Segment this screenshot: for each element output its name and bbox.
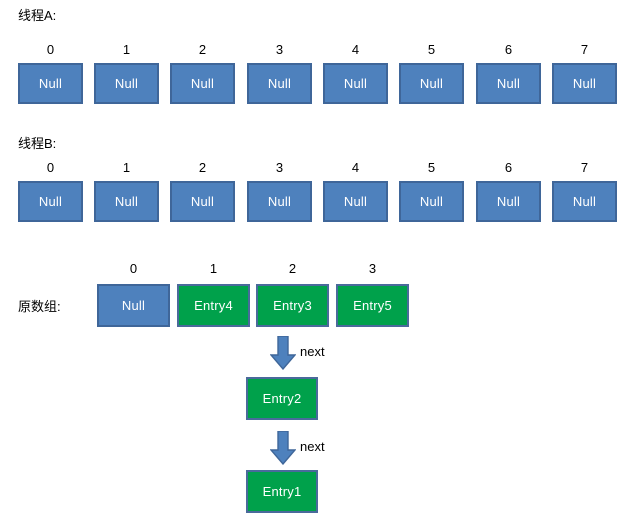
thread-b-index-7: 7 — [580, 160, 589, 175]
thread-b-index-3: 3 — [275, 160, 284, 175]
thread-b-cell-0[interactable]: Null — [18, 181, 83, 222]
thread-a-cell-0[interactable]: Null — [18, 63, 83, 104]
original-array-cell-1[interactable]: Entry4 — [177, 284, 250, 327]
next-label-1: next — [300, 344, 325, 359]
thread-a-index-5: 5 — [427, 42, 436, 57]
thread-b-cell-4[interactable]: Null — [323, 181, 388, 222]
chain-node-entry1[interactable]: Entry1 — [246, 470, 318, 513]
thread-a-index-3: 3 — [275, 42, 284, 57]
thread-b-cell-5[interactable]: Null — [399, 181, 464, 222]
thread-a-cell-6[interactable]: Null — [476, 63, 541, 104]
thread-b-cell-2[interactable]: Null — [170, 181, 235, 222]
thread-b-index-1: 1 — [122, 160, 131, 175]
thread-a-index-4: 4 — [351, 42, 360, 57]
next-label-2: next — [300, 439, 325, 454]
thread-b-index-5: 5 — [427, 160, 436, 175]
original-array-index-2: 2 — [288, 261, 297, 276]
thread-a-cell-2[interactable]: Null — [170, 63, 235, 104]
thread-b-cell-7[interactable]: Null — [552, 181, 617, 222]
thread-b-index-4: 4 — [351, 160, 360, 175]
original-array-cell-2[interactable]: Entry3 — [256, 284, 329, 327]
original-array-cell-3[interactable]: Entry5 — [336, 284, 409, 327]
thread-b-index-6: 6 — [504, 160, 513, 175]
thread-b-cell-1[interactable]: Null — [94, 181, 159, 222]
down-block-arrow-icon-2 — [269, 430, 297, 466]
original-array-index-3: 3 — [368, 261, 377, 276]
original-array-cell-0[interactable]: Null — [97, 284, 170, 327]
original-array-label: 原数组: — [18, 299, 61, 314]
down-block-arrow-icon-1 — [269, 335, 297, 371]
thread-b-index-0: 0 — [46, 160, 55, 175]
thread-a-cell-4[interactable]: Null — [323, 63, 388, 104]
chain-node-entry2[interactable]: Entry2 — [246, 377, 318, 420]
thread-a-index-0: 0 — [46, 42, 55, 57]
thread-a-index-6: 6 — [504, 42, 513, 57]
thread-a-cell-5[interactable]: Null — [399, 63, 464, 104]
thread-b-cell-6[interactable]: Null — [476, 181, 541, 222]
thread-b-index-2: 2 — [198, 160, 207, 175]
thread-a-cell-7[interactable]: Null — [552, 63, 617, 104]
thread-a-cell-1[interactable]: Null — [94, 63, 159, 104]
thread-b-cell-3[interactable]: Null — [247, 181, 312, 222]
thread-a-index-2: 2 — [198, 42, 207, 57]
thread-a-index-1: 1 — [122, 42, 131, 57]
original-array-index-1: 1 — [209, 261, 218, 276]
thread-b-label: 线程B: — [18, 136, 57, 151]
original-array-index-0: 0 — [129, 261, 138, 276]
thread-a-index-7: 7 — [580, 42, 589, 57]
thread-a-cell-3[interactable]: Null — [247, 63, 312, 104]
thread-a-label: 线程A: — [18, 8, 57, 23]
